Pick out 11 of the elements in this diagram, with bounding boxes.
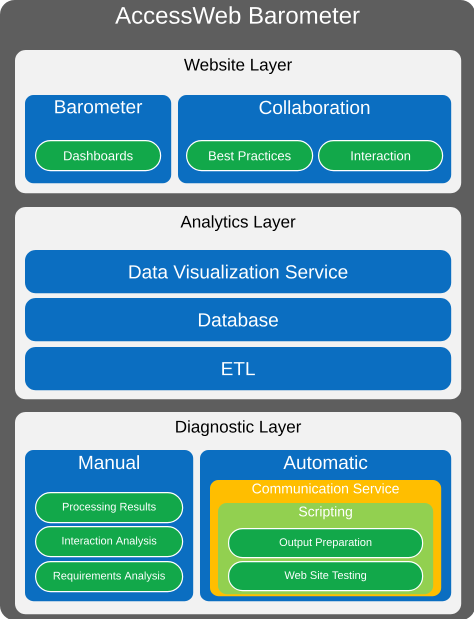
- service-bar: Data Visualization Service: [25, 250, 452, 294]
- component-pill: Interaction: [318, 140, 444, 172]
- component-pill: Best Practices: [186, 140, 314, 172]
- component-pill: Dashboards: [35, 140, 162, 172]
- component-pill: Requirements Analysis: [35, 561, 184, 592]
- component-pill: Output Preparation: [228, 528, 424, 558]
- service-bar: Database: [25, 298, 452, 342]
- service-bar: ETL: [25, 347, 452, 390]
- component-pill: Web Site Testing: [228, 561, 424, 592]
- component-pill: Processing Results: [35, 492, 184, 524]
- component-pill: Interaction Analysis: [35, 526, 184, 558]
